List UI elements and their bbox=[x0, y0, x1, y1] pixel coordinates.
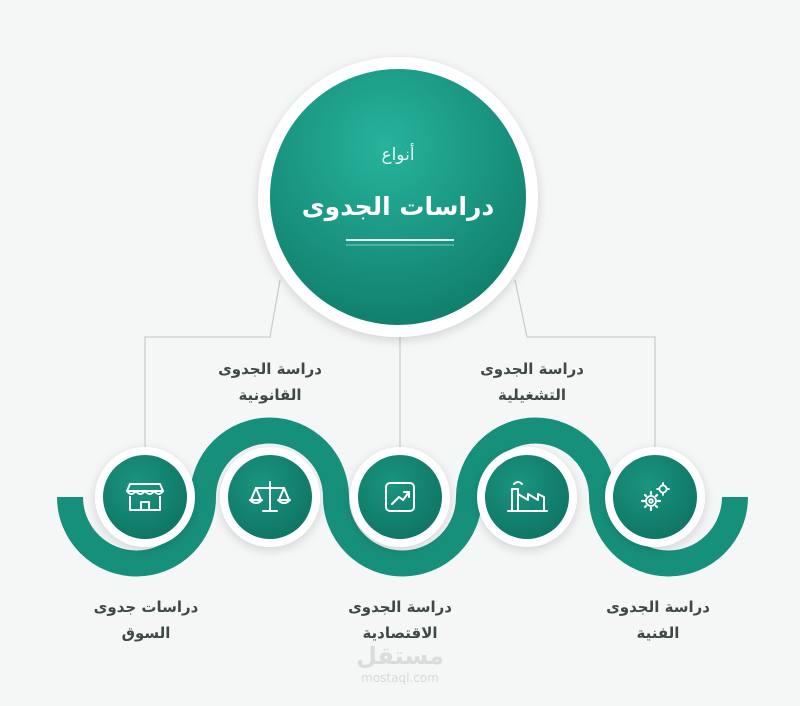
watermark-logo: مستقل bbox=[356, 642, 444, 670]
label-technical-line1: دراسة الجدوى bbox=[606, 598, 710, 616]
label-economic: دراسة الجدوى الاقتصادية bbox=[320, 594, 480, 646]
store-icon bbox=[126, 483, 164, 511]
watermark-url: mostaql.com bbox=[361, 671, 439, 685]
label-technical-line2: الفنية bbox=[636, 624, 680, 642]
wave-ribbon bbox=[57, 417, 748, 577]
node-technical bbox=[605, 447, 705, 547]
connector-operational bbox=[514, 279, 656, 447]
hub-title-large: دراسات الجدوى bbox=[301, 192, 495, 221]
node-legal bbox=[220, 447, 320, 547]
node-market bbox=[95, 447, 195, 547]
label-market: دراسات جدوى السوق bbox=[66, 594, 226, 646]
node-operational bbox=[477, 447, 577, 547]
node-economic bbox=[350, 447, 450, 547]
label-operational: دراسة الجدوى التشغيلية bbox=[452, 356, 612, 408]
label-legal: دراسة الجدوى القانونية bbox=[190, 356, 350, 408]
connector-legal bbox=[144, 279, 281, 447]
label-legal-line2: القانونية bbox=[238, 386, 302, 404]
hub-circle bbox=[258, 57, 538, 337]
label-legal-line1: دراسة الجدوى bbox=[218, 360, 322, 378]
chart-up-icon bbox=[385, 482, 415, 512]
hub-title-small: أنواع bbox=[381, 145, 415, 165]
label-market-line1: دراسات جدوى bbox=[93, 598, 199, 616]
connector-lines bbox=[144, 279, 656, 447]
gears-icon bbox=[640, 482, 670, 512]
label-operational-line1: دراسة الجدوى bbox=[480, 360, 584, 378]
label-technical: دراسة الجدوى الفنية bbox=[578, 594, 738, 646]
label-operational-line2: التشغيلية bbox=[497, 386, 567, 404]
label-economic-line2: الاقتصادية bbox=[362, 624, 438, 642]
label-economic-line1: دراسة الجدوى bbox=[348, 598, 452, 616]
label-market-line2: السوق bbox=[121, 624, 171, 642]
scales-icon bbox=[249, 481, 291, 512]
factory-icon bbox=[507, 481, 548, 512]
